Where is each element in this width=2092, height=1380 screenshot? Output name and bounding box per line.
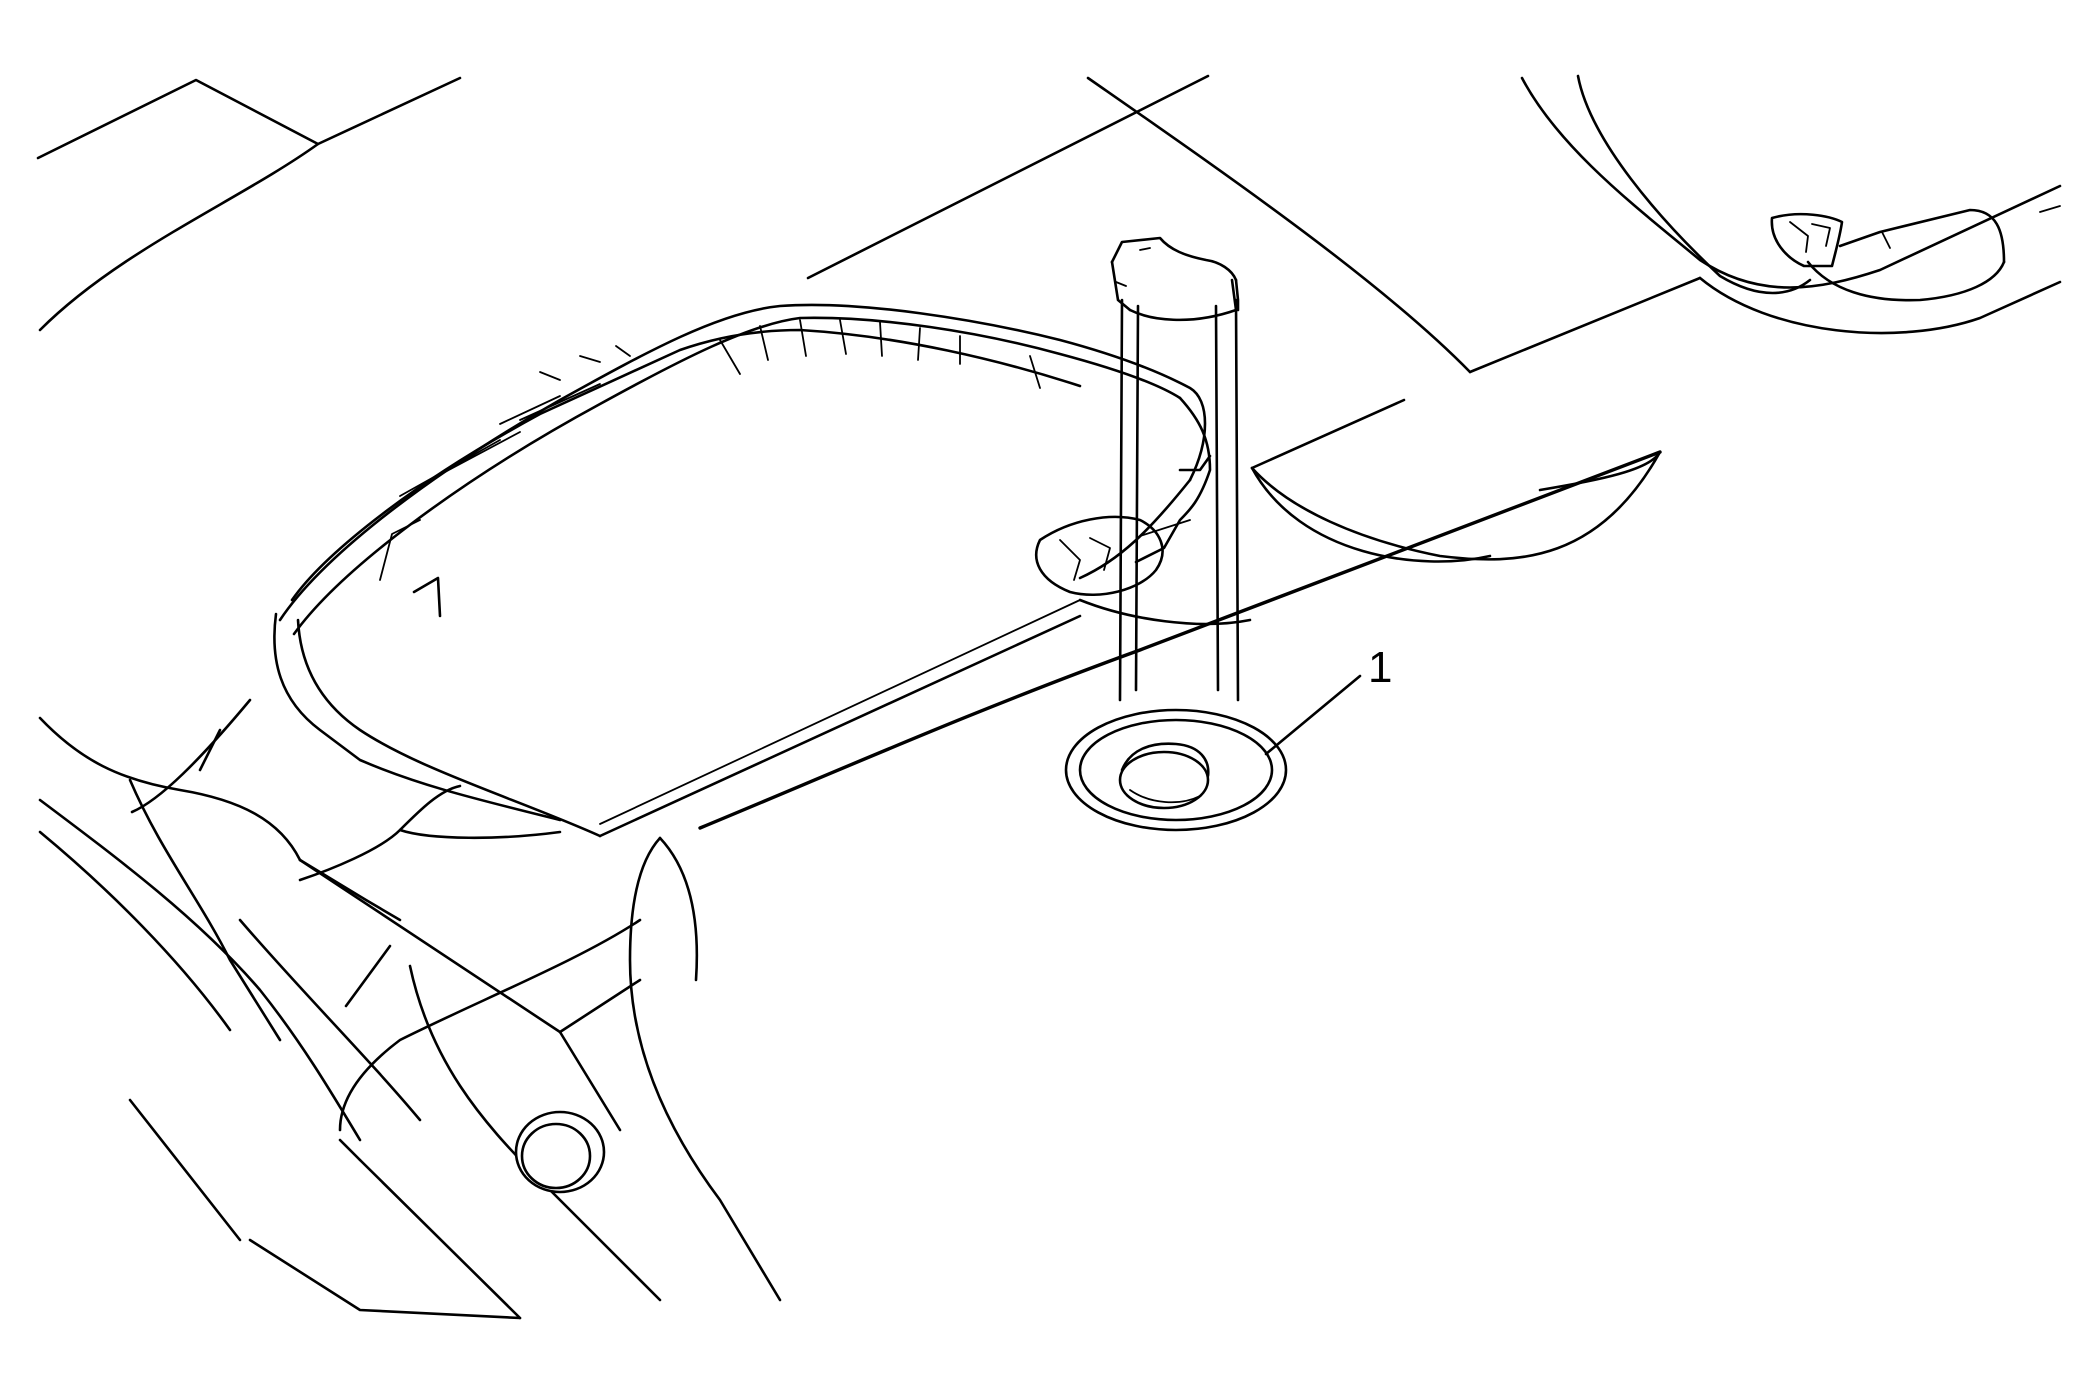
roof-panel-upper-middle bbox=[806, 74, 1472, 470]
round-plug bbox=[514, 1110, 606, 1194]
grommet-exploded bbox=[1064, 236, 1288, 832]
headliner-body bbox=[698, 450, 1662, 830]
sunroof-opening bbox=[273, 303, 1212, 838]
roof-panel-upper-left bbox=[36, 76, 462, 332]
callout-1: 1 bbox=[1264, 643, 1392, 756]
console-clip bbox=[1034, 515, 1252, 626]
upper-right-handle-area bbox=[1468, 74, 2062, 374]
callout-label-1: 1 bbox=[1368, 643, 1392, 692]
